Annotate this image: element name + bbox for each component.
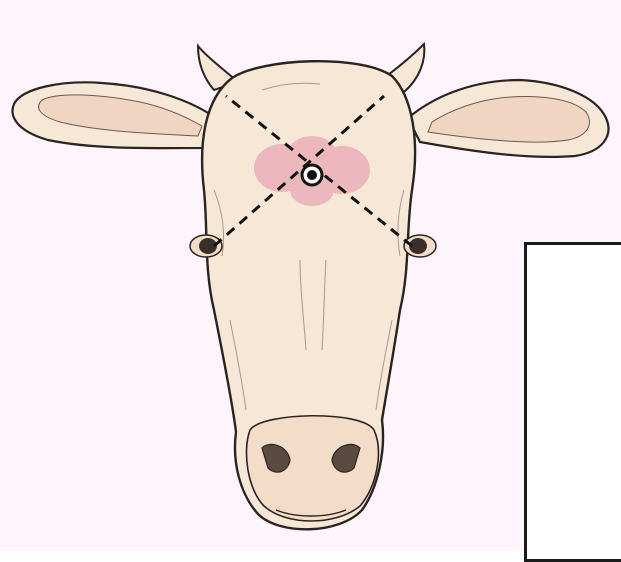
left-eye bbox=[190, 235, 222, 257]
right-eye bbox=[404, 235, 436, 257]
target-point bbox=[302, 165, 322, 185]
muzzle bbox=[246, 416, 378, 521]
inset-panel bbox=[524, 242, 621, 562]
